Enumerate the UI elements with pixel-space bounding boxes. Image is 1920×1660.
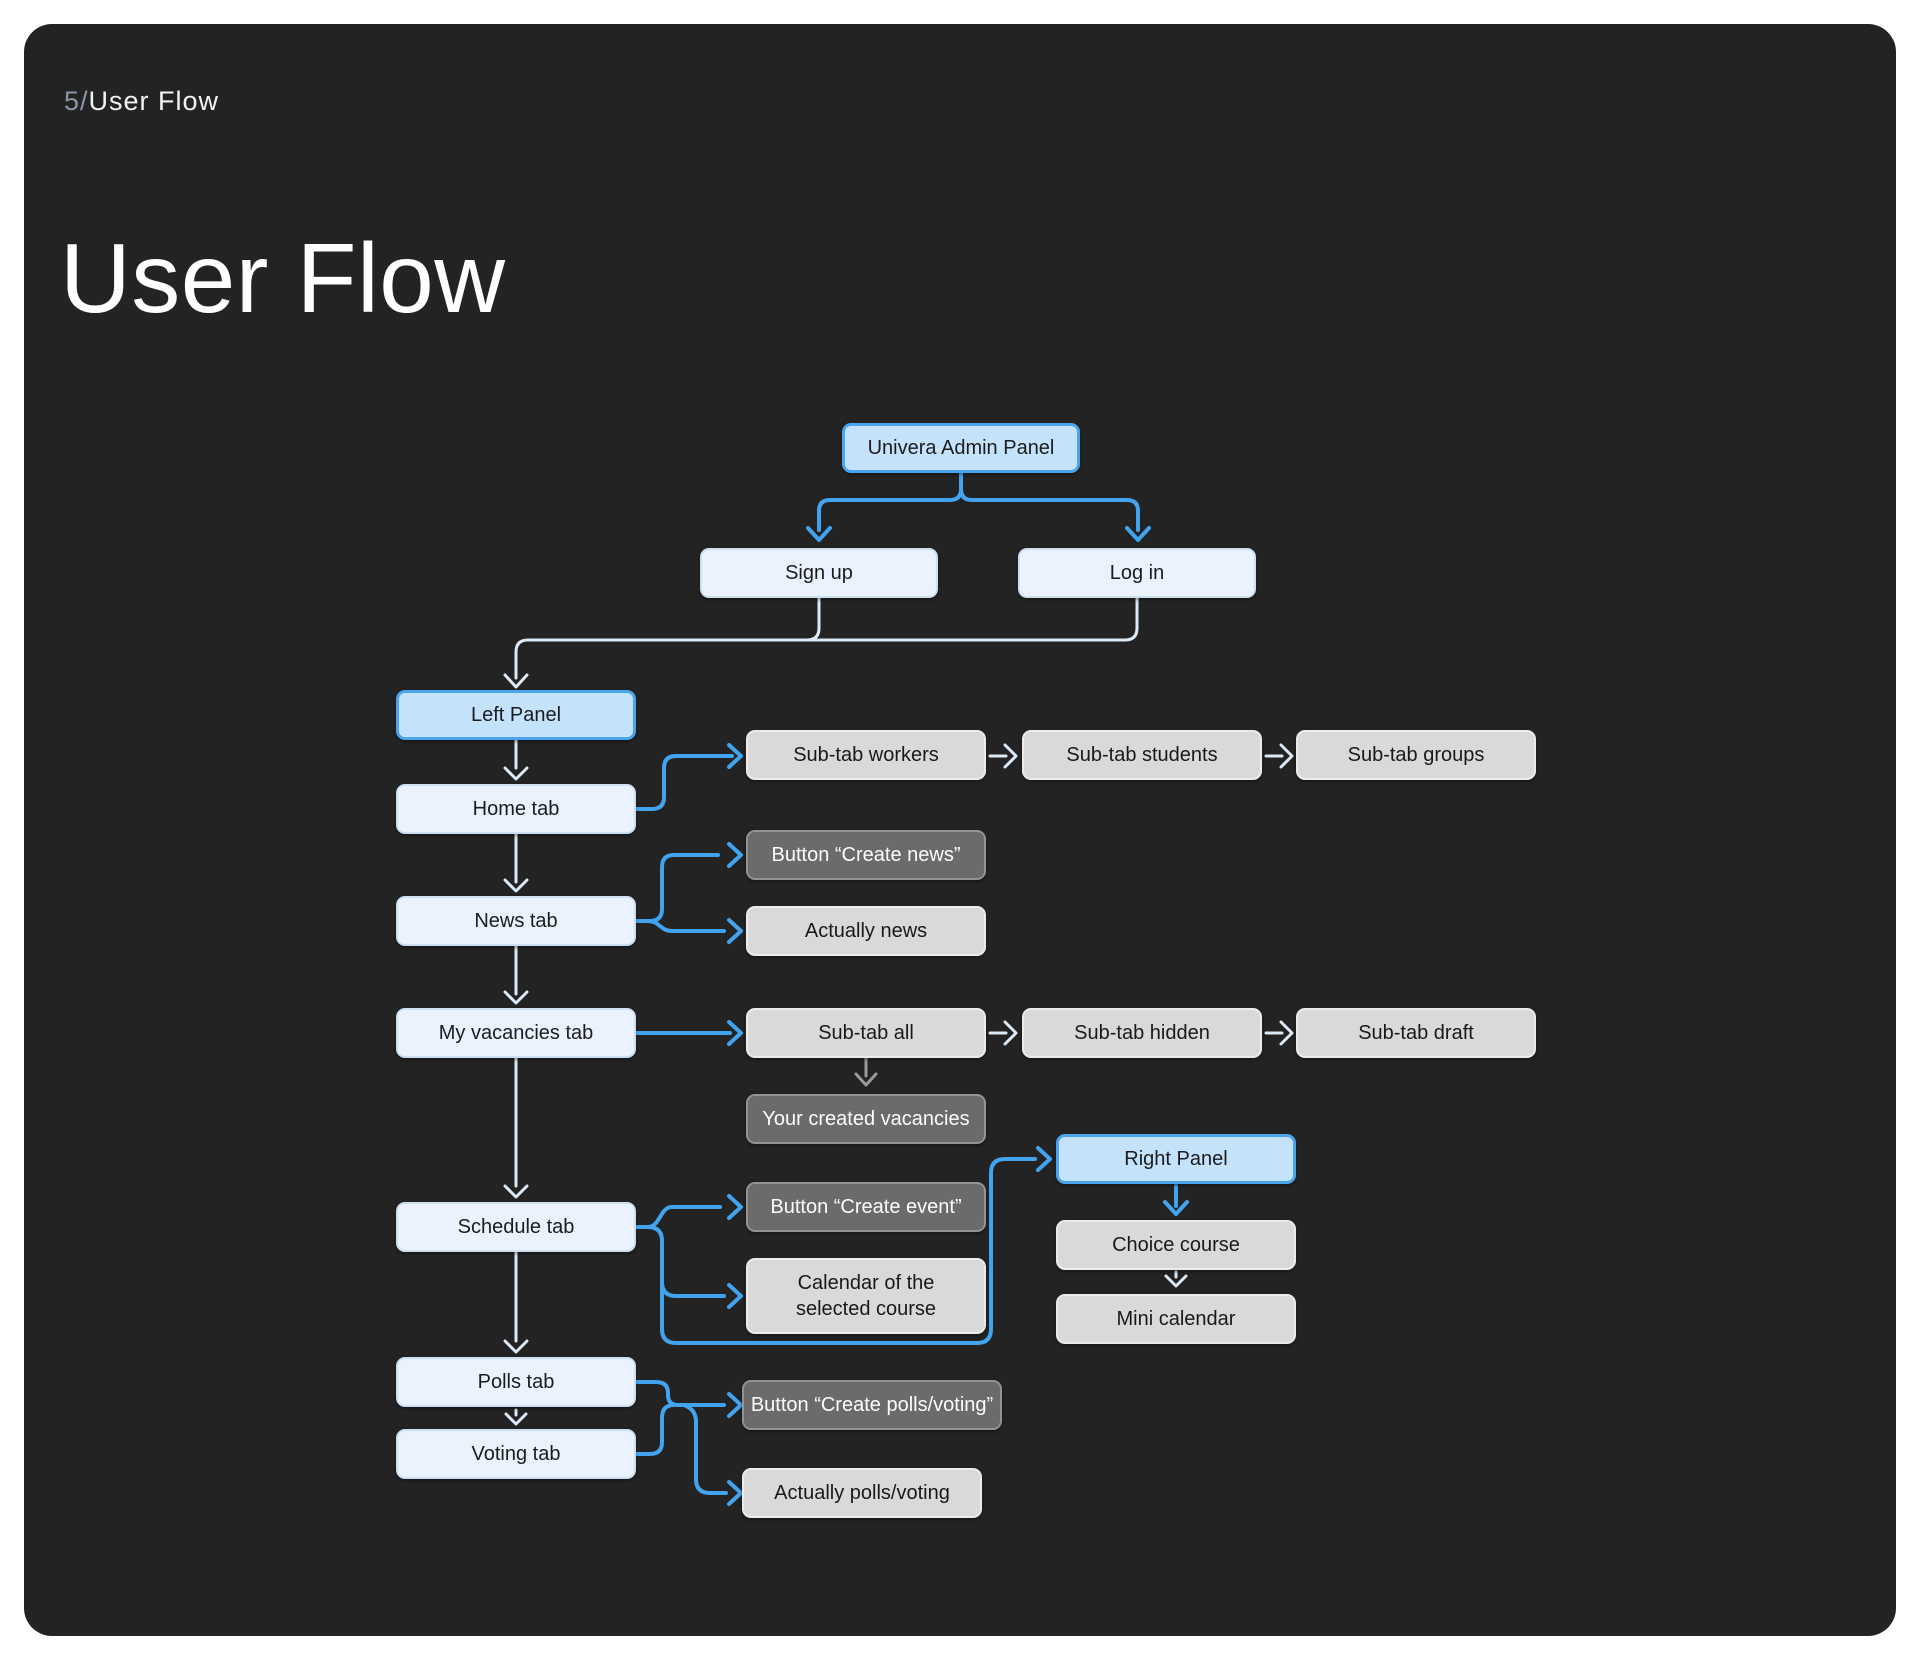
flow-node-button-create-polls-voting: Button “Create polls/voting” [742,1380,1002,1430]
connectors-blue [634,471,1189,1506]
flow-node-actually-polls-voting: Actually polls/voting [742,1468,982,1518]
flow-node-actually-news: Actually news [746,906,986,956]
flow-node-calendar-of-selected-course: Calendar of the selected course [746,1258,986,1334]
page-title: User Flow [60,223,506,333]
flow-node-home-tab: Home tab [396,784,636,834]
flow-node-schedule-tab: Schedule tab [396,1202,636,1252]
flow-node-button-create-event: Button “Create event” [746,1182,986,1232]
flow-node-my-vacancies-tab: My vacancies tab [396,1008,636,1058]
flow-node-voting-tab: Voting tab [396,1429,636,1479]
flow-node-left-panel: Left Panel [396,690,636,740]
flow-node-subtab-draft: Sub-tab draft [1296,1008,1536,1058]
slide-section-title: User Flow [88,86,220,116]
flow-node-univera-admin-panel: Univera Admin Panel [842,423,1080,473]
slide-eyebrow: 5/User Flow [64,86,219,117]
flow-node-news-tab: News tab [396,896,636,946]
flow-node-log-in: Log in [1018,548,1256,598]
flow-node-subtab-workers: Sub-tab workers [746,730,986,780]
flow-node-subtab-groups: Sub-tab groups [1296,730,1536,780]
flow-node-polls-tab: Polls tab [396,1357,636,1407]
flow-node-sign-up: Sign up [700,548,938,598]
flow-node-your-created-vacancies: Your created vacancies [746,1094,986,1144]
slide-number: 5/ [64,86,89,116]
flow-node-subtab-hidden: Sub-tab hidden [1022,1008,1262,1058]
flow-node-subtab-students: Sub-tab students [1022,730,1262,780]
flow-node-mini-calendar: Mini calendar [1056,1294,1296,1344]
slide-canvas: 5/User Flow User Flow [24,24,1896,1636]
flow-node-button-create-news: Button “Create news” [746,830,986,880]
flow-node-right-panel: Right Panel [1056,1134,1296,1184]
flow-node-subtab-all: Sub-tab all [746,1008,986,1058]
connectors-gray [854,1056,878,1087]
flow-node-choice-course: Choice course [1056,1220,1296,1270]
